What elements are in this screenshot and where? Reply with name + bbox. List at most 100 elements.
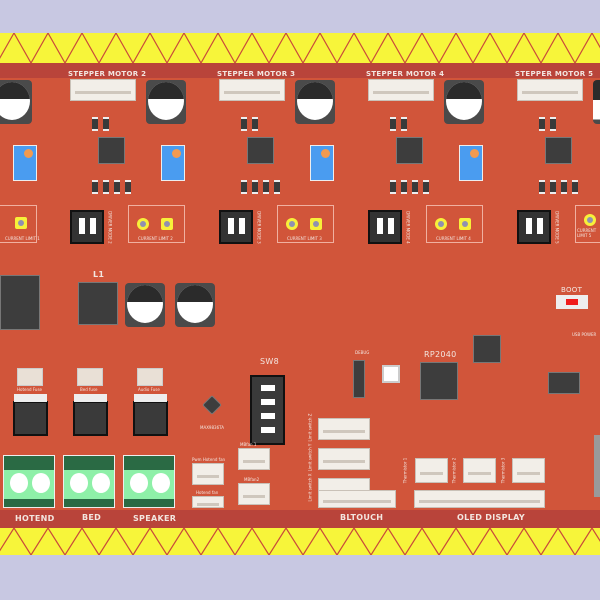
- resistor: [103, 117, 109, 131]
- capacitor: [175, 283, 215, 327]
- potentiometer[interactable]: [13, 145, 37, 181]
- resistor: [274, 180, 280, 194]
- resistor: [390, 117, 396, 131]
- test-point: [15, 217, 27, 229]
- resistor: [390, 180, 396, 194]
- rp2040-label: RP2040: [424, 350, 457, 359]
- mosfet: [133, 394, 168, 436]
- stepper-motor-connector[interactable]: [70, 79, 136, 101]
- fan-label: Hotend fan: [196, 490, 219, 495]
- current-limit-box: CURRENT LIMIT 3: [277, 205, 334, 243]
- current-limit-box: CURRENT LIMIT 5: [575, 205, 600, 243]
- hotend-fan-connector[interactable]: [192, 496, 224, 508]
- fuse-label: Hotend Fuse: [17, 387, 42, 392]
- resistor: [550, 117, 556, 131]
- resistor: [103, 180, 109, 194]
- oled-display-label: OLED DISPLAY: [457, 513, 525, 522]
- oled-display-connector[interactable]: [414, 490, 545, 508]
- audio-fuse: [137, 368, 163, 386]
- limit-switch-z-connector[interactable]: [318, 418, 370, 440]
- stepper-driver-ic: [545, 137, 572, 164]
- current-limit-potentiometer[interactable]: [310, 145, 334, 181]
- sw8-label: SW8: [260, 357, 279, 366]
- stepper-motor-label: STEPPER MOTOR 5: [515, 70, 594, 78]
- hotend-label: HOTEND: [15, 514, 55, 523]
- resistor: [114, 180, 120, 194]
- current-limit-box: CURRENT LIMIT 2: [128, 205, 185, 243]
- bed-label: BED: [82, 513, 102, 522]
- resistor: [241, 117, 247, 131]
- resistor: [252, 180, 258, 194]
- driver-mode-switch[interactable]: [517, 210, 551, 244]
- dip-switch-sw8[interactable]: [250, 375, 285, 445]
- resistor: [423, 180, 429, 194]
- stepper-motor-label: STEPPER MOTOR 3: [217, 70, 296, 78]
- driver-mode-switch[interactable]: [70, 210, 104, 244]
- fan-label: MBfan2: [244, 477, 260, 482]
- resistor: [92, 117, 98, 131]
- resistor: [572, 180, 578, 194]
- usb-power-label: USB POWER: [572, 332, 597, 337]
- capacitor: [444, 80, 484, 124]
- rp2040-chip: [420, 362, 458, 400]
- resistor: [92, 180, 98, 194]
- fuse-label: Audio Fuse: [138, 387, 160, 392]
- driver-mode-switch[interactable]: [368, 210, 402, 244]
- driver-mode-label: DRIVER MODE 5: [554, 211, 560, 244]
- mbfan1-connector[interactable]: [238, 448, 270, 470]
- limit-switch-y-connector[interactable]: [318, 448, 370, 470]
- driver-mode-label: DRIVER MODE 2: [107, 211, 113, 244]
- resistor: [550, 180, 556, 194]
- stepper-motor-connector[interactable]: [368, 79, 434, 101]
- resistor: [412, 180, 418, 194]
- resistor: [401, 117, 407, 131]
- bed-terminal[interactable]: [63, 455, 115, 508]
- voltage-regulator: [548, 372, 580, 394]
- test-point: [584, 214, 596, 226]
- test-point: [137, 218, 149, 230]
- mbfan2-connector[interactable]: [238, 483, 270, 505]
- current-limit-potentiometer[interactable]: [459, 145, 483, 181]
- test-point: [161, 218, 173, 230]
- endstop-label: Limit switch Z: [307, 413, 313, 442]
- hotend-fuse: [17, 368, 43, 386]
- capacitor: [0, 80, 32, 124]
- pwm-hotend-fan-connector[interactable]: [192, 463, 224, 485]
- flash-chip: [473, 335, 501, 363]
- capacitor: [146, 80, 186, 124]
- bltouch-label: BLTOUCH: [340, 513, 384, 522]
- amp-chip-label: MAX9836TA: [200, 425, 224, 430]
- mosfet: [13, 394, 48, 436]
- thermistor-label: Thermistor 1: [402, 457, 408, 484]
- debug-header[interactable]: [353, 360, 365, 398]
- stepper-motor-connector[interactable]: [517, 79, 583, 101]
- resistor: [401, 180, 407, 194]
- current-limit-potentiometer[interactable]: [161, 145, 185, 181]
- fuse-label: Bed fuse: [80, 387, 98, 392]
- thermistor-1-connector[interactable]: [415, 458, 448, 483]
- fan-label: Pwm Hotend fan: [192, 457, 226, 462]
- hotend-terminal[interactable]: [3, 455, 55, 508]
- current-limit-label: CURRENT LIMIT 4: [436, 236, 471, 241]
- regulator-ic: [0, 275, 40, 330]
- current-limit-label: CURRENT LIMIT 2: [138, 236, 173, 241]
- current-limit-box: CURRENT LIMIT 4: [426, 205, 483, 243]
- resistor: [561, 180, 567, 194]
- test-point: [310, 218, 322, 230]
- thermistor-3-connector[interactable]: [512, 458, 545, 483]
- current-limit-label: CURRENT LIMIT 1: [5, 236, 40, 241]
- led: [382, 365, 400, 383]
- stepper-driver-ic: [396, 137, 423, 164]
- thermistor-2-connector[interactable]: [463, 458, 496, 483]
- stepper-driver-ic: [247, 137, 274, 164]
- resistor: [263, 180, 269, 194]
- resistor: [125, 180, 131, 194]
- usb-port[interactable]: [594, 435, 600, 497]
- bltouch-connector[interactable]: [318, 490, 396, 508]
- stepper-motor-connector[interactable]: [219, 79, 285, 101]
- capacitor: [295, 80, 335, 124]
- speaker-terminal[interactable]: [123, 455, 175, 508]
- driver-mode-switch[interactable]: [219, 210, 253, 244]
- boot-button[interactable]: [556, 295, 588, 309]
- stepper-driver-ic: [98, 137, 125, 164]
